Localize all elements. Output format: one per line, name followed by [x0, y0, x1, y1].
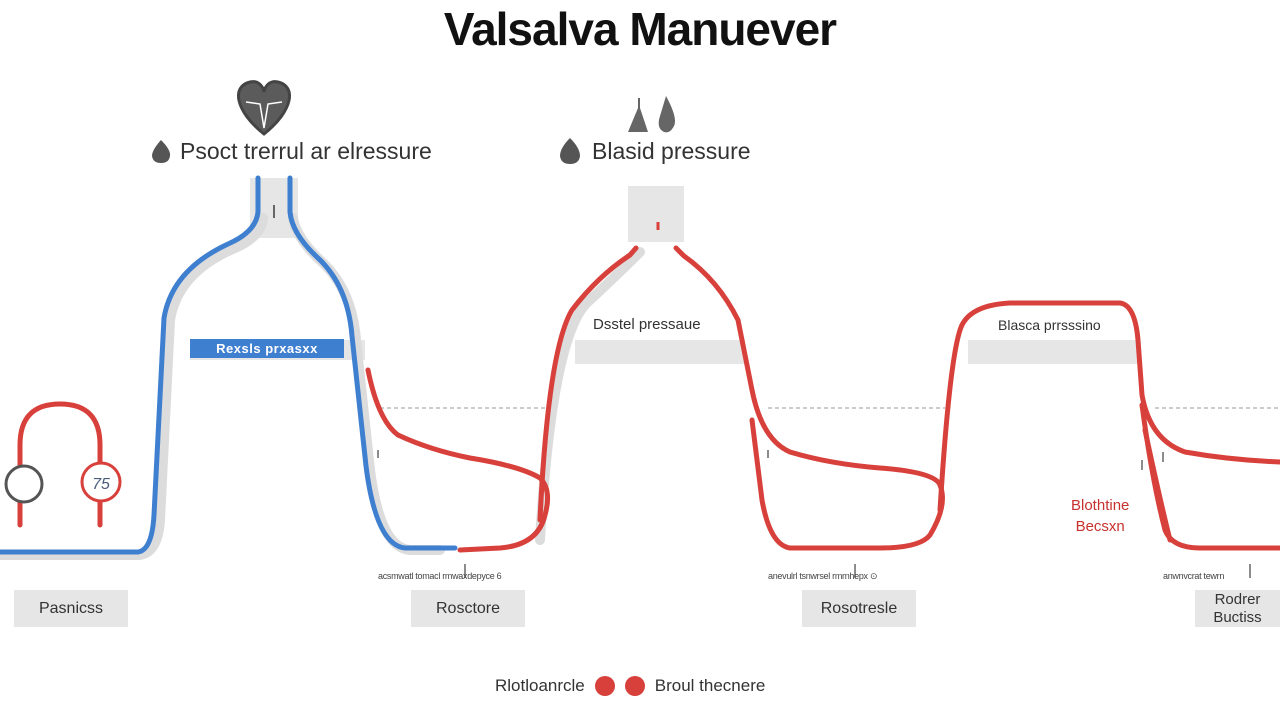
- mid-band: [575, 340, 745, 364]
- tick-label-3: anwnvcrat tewrn: [1163, 571, 1225, 581]
- mid-right-label: Blasca prrsssino: [998, 317, 1101, 333]
- red-curve-1: [365, 367, 551, 553]
- red-curve-4: [937, 300, 1280, 513]
- page-title: Valsalva Manuever: [443, 3, 837, 55]
- header-label-left: Psoct trerrul ar elressure: [180, 138, 432, 165]
- curve-shadows: [0, 213, 645, 560]
- red-curve-3: [673, 245, 945, 551]
- red-curve-6: [1142, 427, 1173, 543]
- side-note-line1: Blothtine: [1071, 497, 1130, 514]
- blue-tag-label: Rexsls prxasxx: [190, 339, 344, 358]
- mid-top-column: [628, 186, 684, 242]
- phase-box-2: Rosctore: [411, 590, 525, 627]
- tick-label-2: anevulrl tsnwrsel rmrnhepx ⊙: [768, 571, 878, 581]
- drop-icon: [628, 96, 675, 133]
- side-note: Blothtine Becsxn: [1071, 495, 1129, 537]
- phase-box-4: Rodrer Buctiss: [1195, 590, 1280, 627]
- legend-dot-1: [594, 676, 615, 696]
- red-curves: [365, 245, 1280, 553]
- right-band: [968, 340, 1138, 364]
- legend-right-label: Broul thecnere: [654, 676, 766, 695]
- side-note-line2: Becsxn: [1075, 518, 1125, 535]
- header-drops: [152, 138, 580, 164]
- gauge-icon: 75: [80, 461, 122, 503]
- legend: Rlotloanrcle Broul thecnere: [495, 676, 765, 696]
- red-curve-2: [537, 245, 639, 523]
- legend-dot-2: [624, 676, 645, 696]
- stethoscope-icon: [4, 401, 103, 528]
- tick-markers: [377, 450, 1251, 578]
- legend-left-label: Rlotloanrcle: [495, 676, 585, 695]
- mid-center-label: Dsstel pressaue: [593, 316, 701, 333]
- header-label-left-text: Psoct trerrul ar elressure: [180, 138, 432, 164]
- heart-icon: [237, 80, 291, 136]
- header-label-right: Blasid pressure: [592, 138, 751, 165]
- tick-label-1: acsmwatl tomacl rmwaxdepyce 6: [378, 571, 502, 581]
- red-curve-5: [1139, 402, 1280, 551]
- svg-text:75: 75: [92, 476, 110, 493]
- phase-box-1: Pasnicss: [14, 590, 128, 627]
- header-label-right-text: Blasid pressure: [592, 138, 751, 164]
- phase-box-3: Rosotresle: [802, 590, 916, 627]
- blue-curve: [0, 175, 458, 555]
